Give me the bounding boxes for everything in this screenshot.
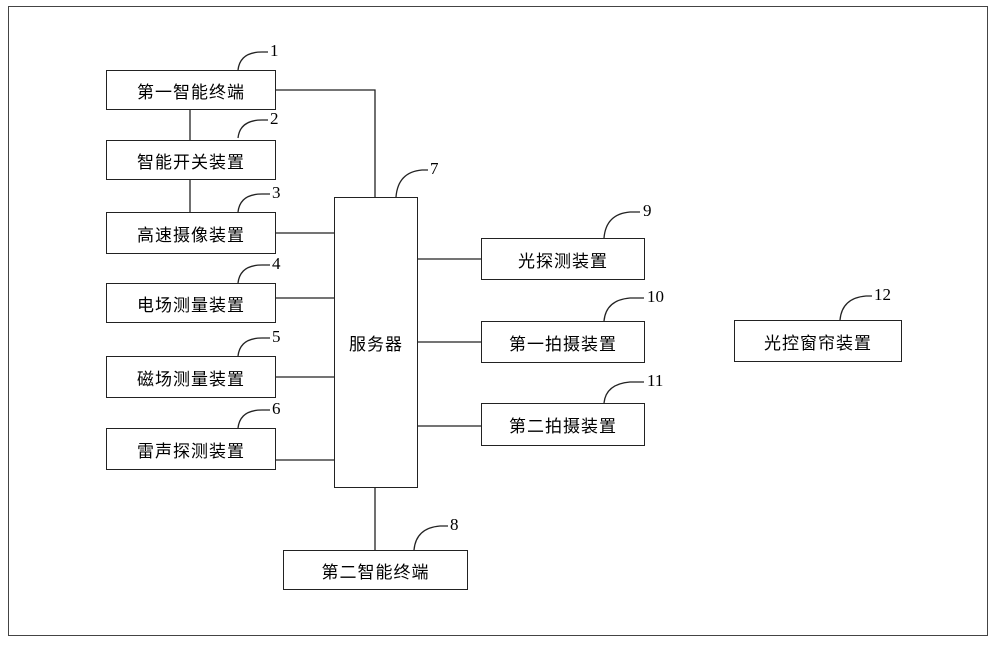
line-terminal1-server xyxy=(275,89,376,197)
leader-7 xyxy=(395,169,428,198)
electric-field-box: 电场测量装置 xyxy=(106,283,276,323)
diagram-frame xyxy=(8,6,988,636)
first-shoot-box: 第一拍摄装置 xyxy=(481,321,645,363)
high-speed-camera-box: 高速摄像装置 xyxy=(106,212,276,254)
leader-6 xyxy=(237,409,270,429)
ref-number-9: 9 xyxy=(643,201,652,220)
ref-number-6: 6 xyxy=(272,399,281,418)
magnetic-field-box: 磁场测量装置 xyxy=(106,356,276,398)
server-box: 服务器 xyxy=(334,197,418,488)
ref-number-1: 1 xyxy=(270,41,279,60)
second-shoot-box: 第二拍摄装置 xyxy=(481,403,645,446)
first-smart-terminal-box: 第一智能终端 xyxy=(106,70,276,110)
leader-1 xyxy=(237,51,268,71)
leader-2 xyxy=(237,119,268,139)
leader-3 xyxy=(237,193,270,213)
leader-8 xyxy=(413,525,448,551)
light-detect-box: 光探测装置 xyxy=(481,238,645,280)
ref-number-3: 3 xyxy=(272,183,281,202)
ref-number-5: 5 xyxy=(272,327,281,346)
ref-number-11: 11 xyxy=(647,371,664,390)
leader-12 xyxy=(839,295,872,321)
thunder-detect-box: 雷声探测装置 xyxy=(106,428,276,470)
leader-4 xyxy=(237,264,270,284)
ref-number-10: 10 xyxy=(647,287,664,306)
ref-number-12: 12 xyxy=(874,285,891,304)
ref-number-7: 7 xyxy=(430,159,439,178)
leader-10 xyxy=(603,297,644,322)
leader-9 xyxy=(603,211,640,239)
ref-number-4: 4 xyxy=(272,254,281,273)
leader-5 xyxy=(237,337,270,357)
ref-number-8: 8 xyxy=(450,515,459,534)
smart-switch-box: 智能开关装置 xyxy=(106,140,276,180)
leader-11 xyxy=(603,381,644,404)
light-curtain-box: 光控窗帘装置 xyxy=(734,320,902,362)
ref-number-2: 2 xyxy=(270,109,279,128)
second-smart-terminal-box: 第二智能终端 xyxy=(283,550,468,590)
